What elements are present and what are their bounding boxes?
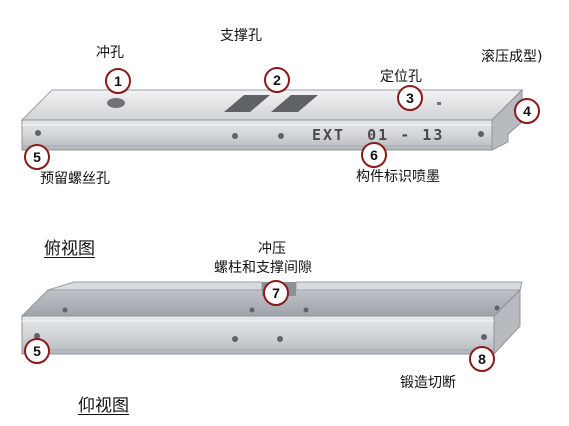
punched-hole	[107, 98, 125, 108]
label-stud-support-gap: 螺柱和支撑间隙	[214, 260, 312, 276]
rear-flange	[295, 281, 523, 291]
title-top-view: 俯视图	[44, 239, 95, 259]
screw-hole	[478, 131, 484, 137]
locating-hole	[437, 102, 441, 105]
callout-marker-5-bottom: 5	[24, 338, 50, 364]
label-forged-cut: 锻造切断	[400, 375, 456, 391]
screw-hole	[62, 307, 68, 313]
end-face	[493, 288, 521, 356]
label-locating-hole: 定位孔	[380, 69, 422, 85]
callout-marker-8: 8	[469, 346, 495, 372]
screw-hole	[232, 336, 238, 342]
screw-hole	[494, 305, 500, 311]
callout-marker-2: 2	[264, 67, 290, 93]
callout-marker-7: 7	[263, 280, 289, 306]
screw-hole	[35, 130, 41, 136]
callout-marker-3: 3	[397, 85, 423, 111]
support-slot-a	[224, 95, 270, 112]
callout-marker-4: 4	[514, 98, 540, 124]
screw-hole	[277, 336, 283, 342]
screw-hole	[34, 333, 40, 339]
screw-hole	[249, 307, 255, 313]
screw-hole	[481, 334, 487, 340]
top-view-profile	[20, 88, 524, 151]
label-roll-forming: 滚压成型)	[481, 49, 543, 65]
label-support-hole: 支撑孔	[220, 28, 262, 44]
label-reserved-screw-hole: 预留螺丝孔	[40, 171, 110, 187]
rear-flange	[47, 281, 263, 291]
title-bottom-view: 仰视图	[78, 396, 129, 416]
screw-hole	[278, 133, 284, 139]
callout-marker-5: 5	[24, 144, 50, 170]
label-part-marking-ink: 构件标识喷墨	[356, 169, 440, 185]
screw-hole	[232, 133, 238, 139]
callout-marker-1: 1	[105, 68, 131, 94]
label-punch: 冲压	[258, 241, 286, 257]
front-face	[21, 315, 495, 355]
support-slot-b	[271, 95, 318, 112]
part-marking-text: EXT 01 - 13	[312, 126, 445, 144]
screw-hole	[303, 307, 309, 313]
top-flange-surface	[20, 89, 524, 121]
label-punch-hole: 冲孔	[96, 45, 124, 61]
callout-marker-6: 6	[361, 142, 387, 168]
